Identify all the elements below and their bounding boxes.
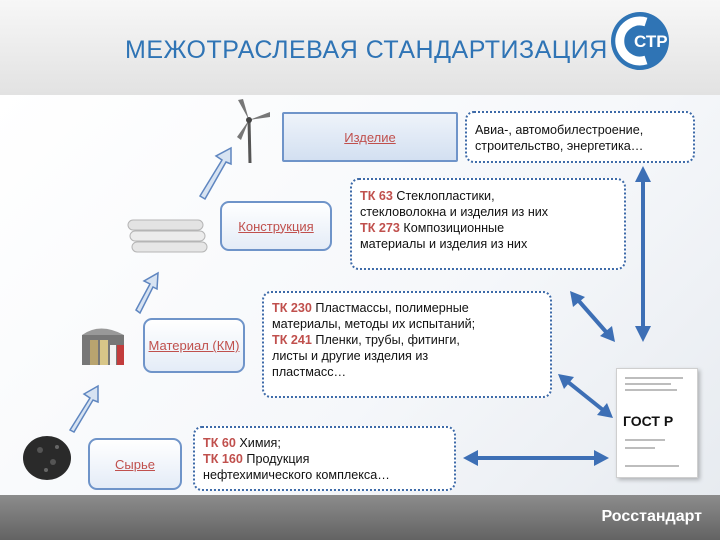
page-title: МЕЖОТРАСЛЕВАЯ СТАНДАРТИЗАЦИЯ (125, 36, 608, 65)
info-line: ТК 160 Продукция (203, 451, 446, 467)
info-box-material: ТК 230 Пластмассы, полимерные материалы,… (262, 291, 552, 398)
info-line: листы и другие изделия из (272, 348, 542, 364)
info-line: ТК 60 Химия; (203, 435, 446, 451)
doc-line (625, 439, 665, 441)
info-line: Авиа-, автомобилестроение, (475, 122, 685, 138)
info-box-product: Авиа-, автомобилестроение, строительство… (465, 111, 695, 163)
info-line: ТК 273 Композиционные (360, 220, 616, 236)
tk-code: ТК 230 (272, 301, 312, 315)
info-box-construction: ТК 63 Стеклопластики, стекловолокна и из… (350, 178, 626, 270)
brand-label: Росстандарт (602, 508, 702, 526)
info-line: ТК 230 Пластмассы, полимерные (272, 300, 542, 316)
info-line: ТК 241 Пленки, трубы, фитинги, (272, 332, 542, 348)
doc-line (625, 377, 683, 379)
doc-line (625, 465, 679, 467)
footer: Росстандарт (0, 495, 720, 540)
step-material[interactable]: Материал (КМ) (143, 318, 245, 373)
logo-text: СТР (634, 32, 668, 51)
tk-code: ТК 160 (203, 452, 243, 466)
step-label: Материал (КМ) (149, 337, 240, 354)
tk-code: ТК 63 (360, 189, 393, 203)
step-label: Изделие (344, 129, 395, 146)
tk-code: ТК 60 (203, 436, 236, 450)
info-line: стекловолокна и изделия из них (360, 204, 616, 220)
step-product[interactable]: Изделие (282, 112, 458, 162)
doc-line (625, 447, 655, 449)
info-line: материалы, методы их испытаний; (272, 316, 542, 332)
step-label: Конструкция (238, 218, 313, 235)
info-line: строительство, энергетика… (475, 138, 685, 154)
info-line: материалы и изделия из них (360, 236, 616, 252)
logo-icon: СТР (606, 10, 674, 72)
step-label: Сырье (115, 456, 155, 473)
info-line: ТК 63 Стеклопластики, (360, 188, 616, 204)
gost-label: ГОСТ Р (623, 413, 673, 429)
info-line: нефтехимического комплекса… (203, 467, 446, 483)
gost-document-icon: ГОСТ Р (616, 368, 698, 478)
step-construction[interactable]: Конструкция (220, 201, 332, 251)
tk-code: ТК 273 (360, 221, 400, 235)
step-raw[interactable]: Сырье (88, 438, 182, 490)
doc-line (625, 383, 671, 385)
tk-code: ТК 241 (272, 333, 312, 347)
info-box-raw: ТК 60 Химия; ТК 160 Продукция нефтехимич… (193, 426, 456, 491)
header: МЕЖОТРАСЛЕВАЯ СТАНДАРТИЗАЦИЯ СТР (0, 0, 720, 95)
info-line: пластмасс… (272, 364, 542, 380)
doc-line (625, 389, 677, 391)
